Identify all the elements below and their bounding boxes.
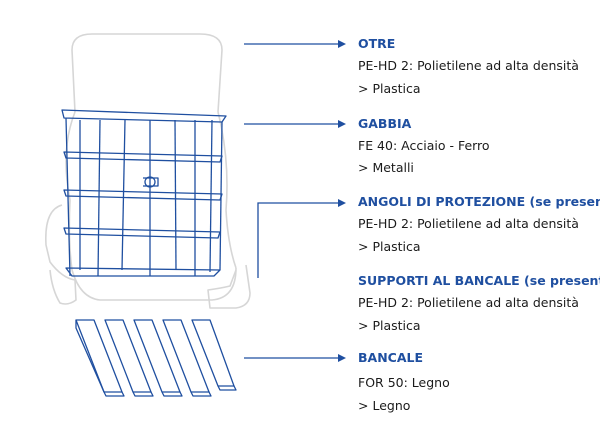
section-bancale-category: > Legno xyxy=(358,398,411,413)
section-angoli-material: PE-HD 2: Polietilene ad alta densità xyxy=(358,216,579,231)
section-angoli-category: > Plastica xyxy=(358,239,421,254)
tank-bladder-outline xyxy=(65,33,237,301)
section-title-otre: OTRE xyxy=(358,36,396,51)
section-gabbia-category: > Metalli xyxy=(358,160,414,175)
section-otre-material: PE-HD 2: Polietilene ad alta densità xyxy=(358,58,579,73)
arrow-angoli xyxy=(257,202,340,278)
pallet-supports-outline xyxy=(45,204,251,309)
section-supporti-category: > Plastica xyxy=(358,318,421,333)
section-otre-category: > Plastica xyxy=(358,81,421,96)
pallet xyxy=(75,319,237,397)
section-supporti-material: PE-HD 2: Polietilene ad alta densità xyxy=(358,295,579,310)
section-title-bancale: BANCALE xyxy=(358,350,424,365)
section-title-gabbia: GABBIA xyxy=(358,116,412,131)
section-gabbia-material: FE 40: Acciaio - Ferro xyxy=(358,138,490,153)
section-bancale-material: FOR 50: Legno xyxy=(358,375,450,390)
section-title-supporti: SUPPORTI AL BANCALE (se presenti) xyxy=(358,273,600,288)
arrow-heads xyxy=(338,40,346,362)
metal-cage xyxy=(61,109,227,277)
callout-arrows xyxy=(244,43,340,359)
section-title-angoli: ANGOLI DI PROTEZIONE (se presenti) xyxy=(358,194,600,209)
